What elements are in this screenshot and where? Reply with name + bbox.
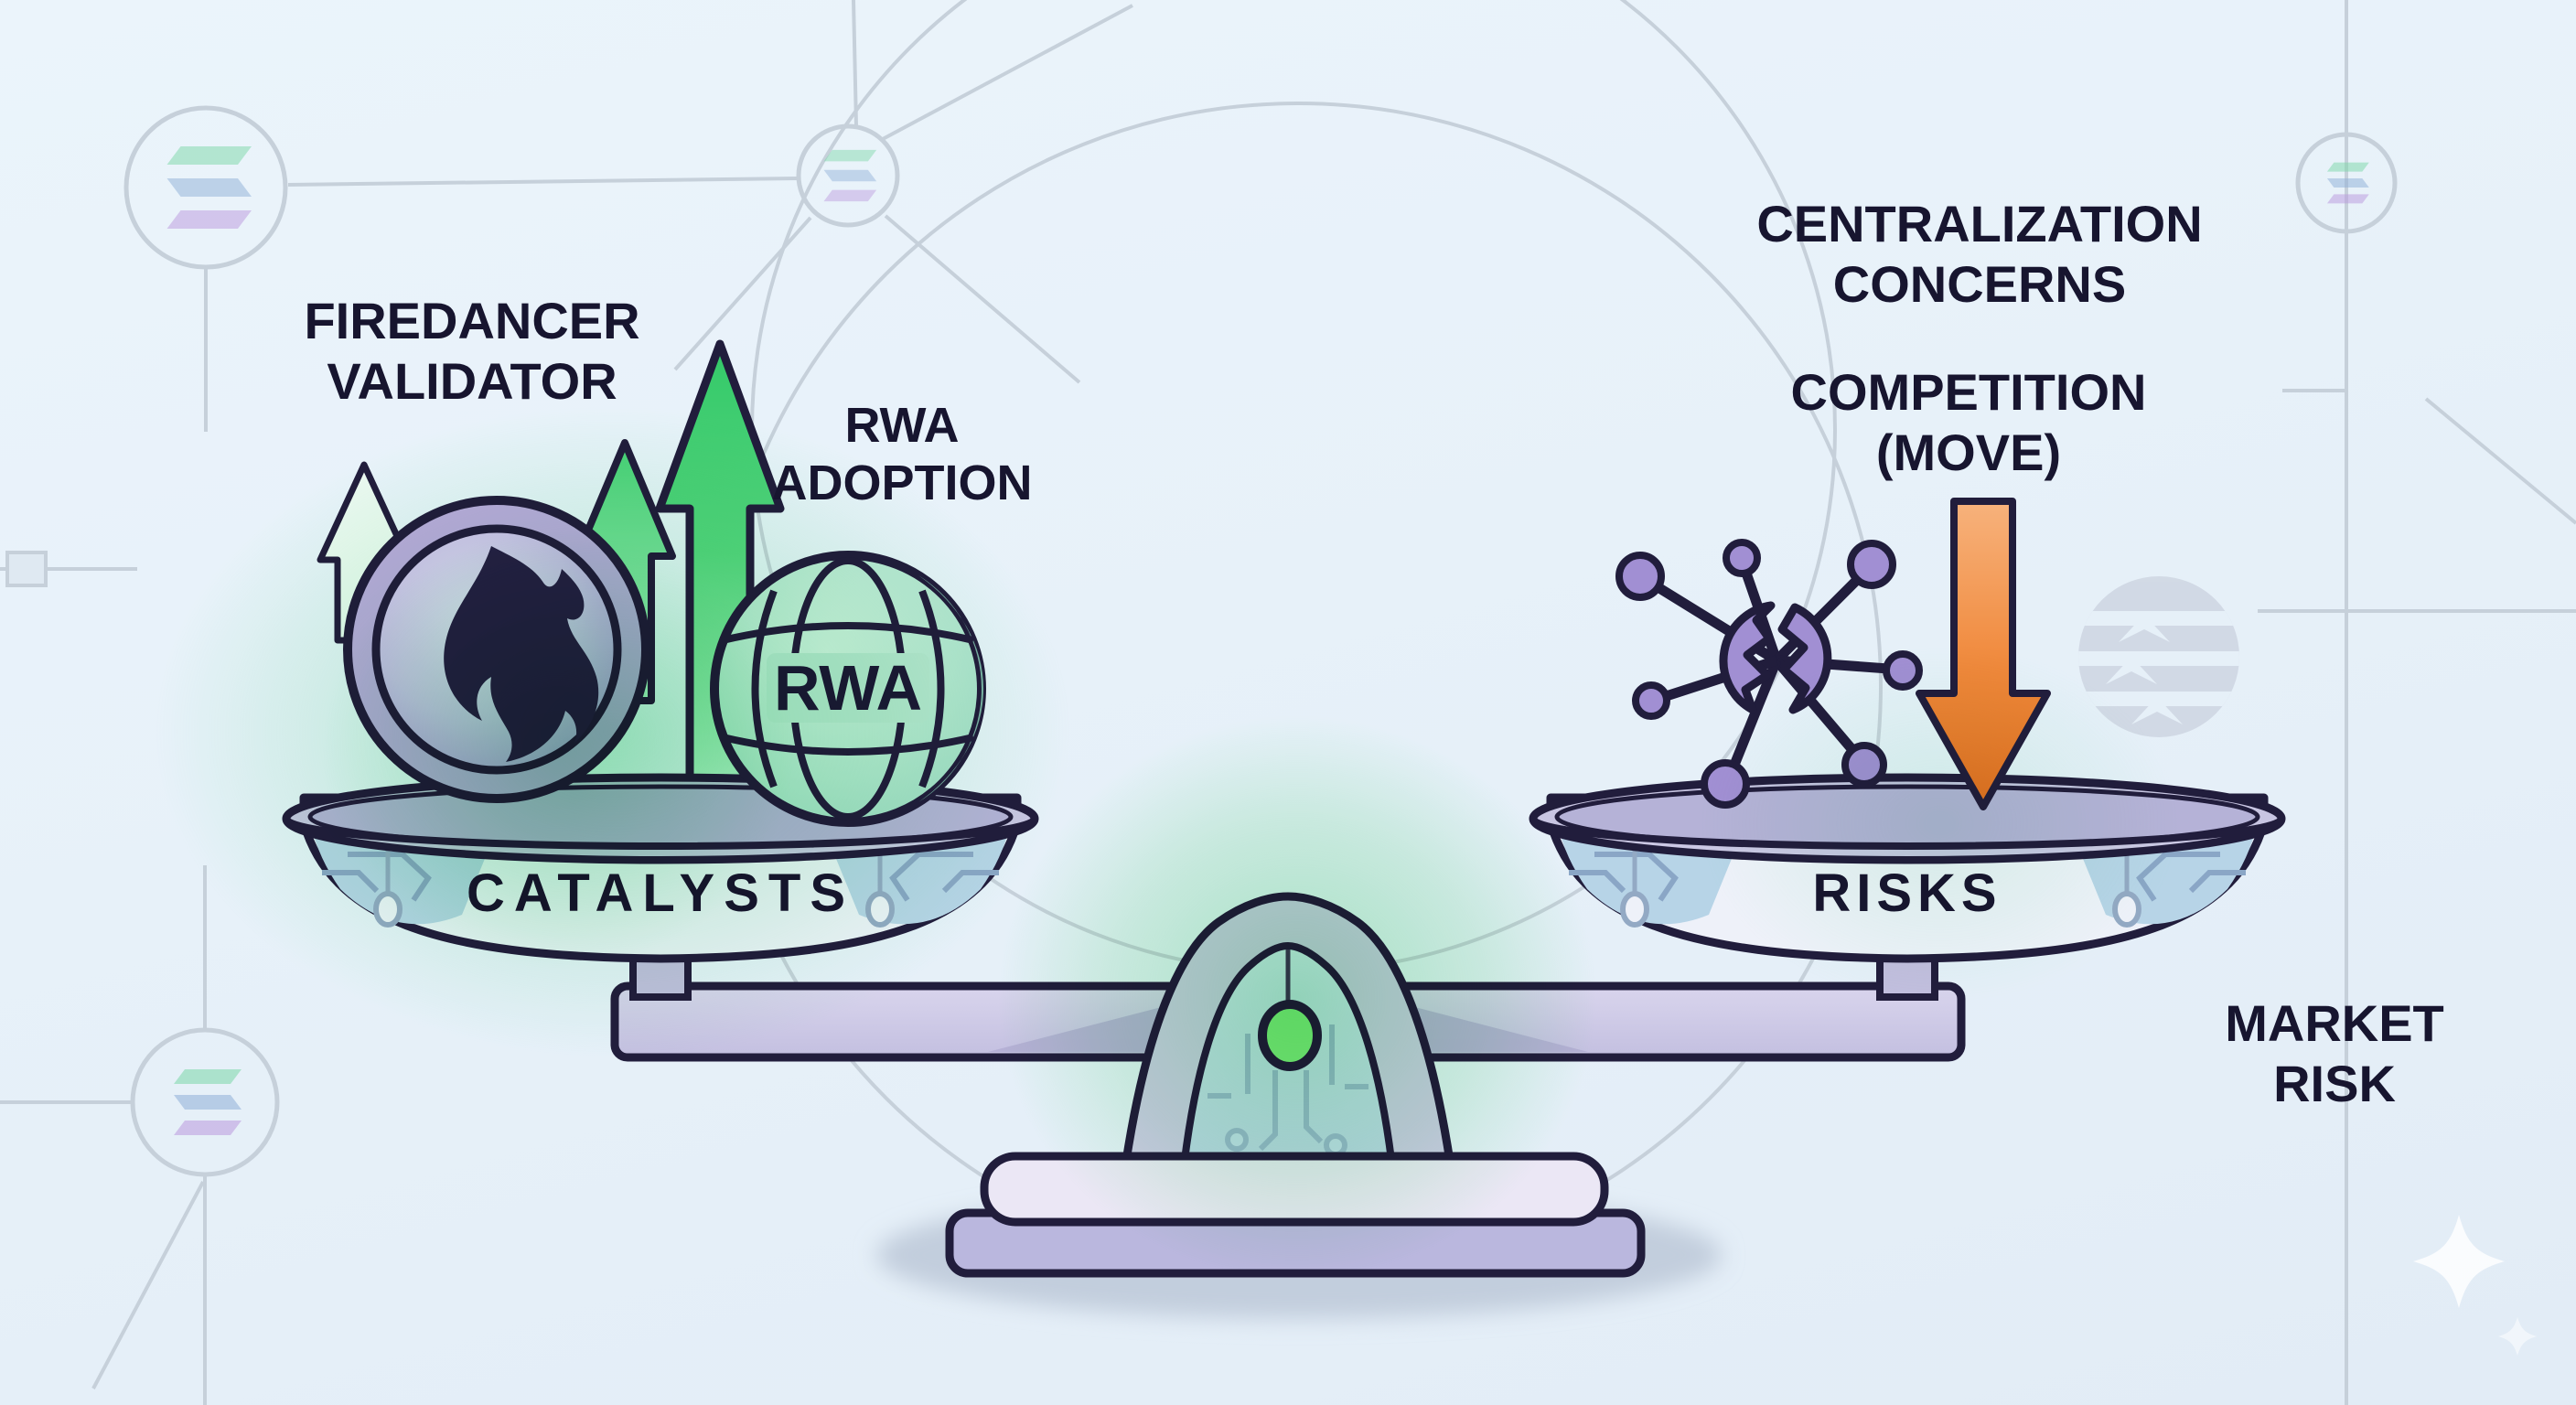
scale-base bbox=[945, 1152, 1646, 1278]
label-centralization-concerns: CENTRALIZATION CONCERNS bbox=[1756, 194, 2202, 314]
label-line: FIREDANCER bbox=[304, 292, 640, 349]
label-line: CENTRALIZATION bbox=[1756, 195, 2203, 252]
solana-logo-icon bbox=[823, 149, 877, 202]
solana-logo-icon bbox=[174, 1069, 242, 1135]
down-arrow-icon bbox=[1916, 498, 2051, 810]
pivot-hole bbox=[1258, 1000, 1322, 1071]
label-rwa-adoption: RWA ADOPTION bbox=[771, 397, 1032, 512]
rwa-globe-coin-icon: RWA bbox=[710, 551, 986, 827]
solana-logo-icon bbox=[166, 146, 252, 229]
label-line: MARKET bbox=[2225, 994, 2444, 1052]
solana-logo-icon bbox=[2326, 162, 2369, 204]
circuit-node-circle bbox=[123, 105, 288, 270]
pan-hanging-drops bbox=[1620, 838, 2141, 928]
scale-fulcrum bbox=[1120, 892, 1456, 1172]
label-line: COMPETITION bbox=[1790, 363, 2147, 421]
label-line: CONCERNS bbox=[1832, 254, 2127, 313]
label-line: RWA bbox=[844, 398, 960, 453]
risks-pan-label: RISKS bbox=[1812, 863, 2002, 923]
solana-coin-watermark-icon bbox=[2078, 576, 2239, 737]
circuit-node-circle bbox=[796, 123, 900, 228]
flame-coin-icon bbox=[343, 496, 650, 803]
label-competition-move: COMPETITION (MOVE) bbox=[1791, 362, 2147, 482]
label-firedancer-validator: FIREDANCER VALIDATOR bbox=[304, 291, 639, 411]
sparkle-icon bbox=[2413, 1215, 2537, 1356]
label-line: (MOVE) bbox=[1875, 423, 2062, 481]
rwa-coin-label: RWA bbox=[774, 652, 922, 724]
catalysts-pan-label: CATALYSTS bbox=[467, 863, 854, 923]
label-line: ADOPTION bbox=[771, 456, 1033, 511]
label-market-risk: MARKET RISK bbox=[2225, 993, 2444, 1113]
label-line: RISK bbox=[2273, 1054, 2396, 1112]
label-line: VALIDATOR bbox=[327, 351, 617, 410]
risks-pan-front-lip bbox=[1530, 817, 2285, 863]
broken-network-icon bbox=[1615, 539, 1923, 809]
